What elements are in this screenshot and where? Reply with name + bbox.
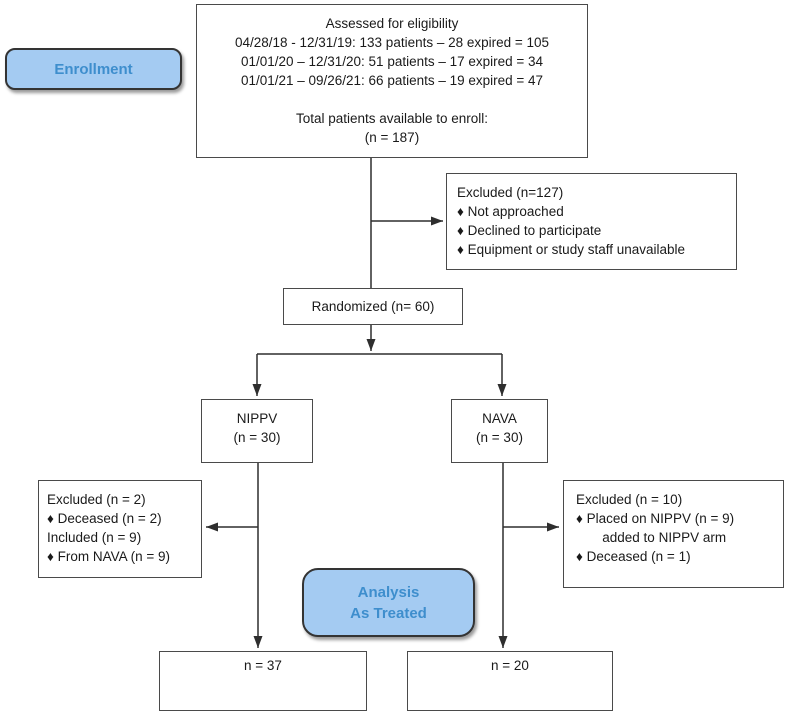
enrollment-stage-text: Enrollment [54,60,133,78]
text-line: Total patients available to enroll: [295,111,489,126]
nippv-excluded-box: Excluded (n = 2) ♦ Deceased (n = 2) Incl… [38,480,202,578]
text-line: (n = 30) [476,430,523,445]
nippv-count-label: n = 37 [244,658,282,673]
nava-arm-box: NAVA (n = 30) [451,399,548,463]
enrollment-stage-label: Enrollment [5,48,182,90]
text-line: (n = 187) [364,130,420,145]
nava-as-treated-count-box: n = 20 [407,651,613,711]
text-line: NAVA [482,411,517,426]
text-line: Assessed for eligibility [325,16,459,31]
text-line: 04/28/18 - 12/31/19: 133 patients – 28 e… [234,35,550,50]
text-line: ♦ Not approached [457,204,564,219]
text-line: added to NIPPV arm [576,530,727,545]
text-line: Included (n = 9) [47,530,142,545]
randomized-box: Randomized (n= 60) [283,288,463,325]
text-line: ♦ Declined to participate [457,223,602,238]
text-line: NIPPV [236,411,278,426]
text-line [197,90,587,109]
nippv-arm-box: NIPPV (n = 30) [201,399,313,463]
text-line: 01/01/21 – 09/26/21: 66 patients – 19 ex… [240,73,544,88]
text-line: Excluded (n=127) [457,185,564,200]
nava-excluded-box: Excluded (n = 10) ♦ Placed on NIPPV (n =… [563,480,784,588]
nava-count-label: n = 20 [491,658,529,673]
analysis-stage-text-line1: Analysis [357,583,420,601]
text-line: Excluded (n = 10) [576,492,683,507]
text-line: 01/01/20 – 12/31/20: 51 patients – 17 ex… [240,54,544,69]
assessed-for-eligibility-box: Assessed for eligibility 04/28/18 - 12/3… [196,4,588,158]
analysis-stage-text-line2: As Treated [350,604,427,622]
text-line: Excluded (n = 2) [47,492,146,507]
excluded-initial-box: Excluded (n=127) ♦ Not approached ♦ Decl… [446,173,737,270]
randomized-label: Randomized (n= 60) [311,299,435,314]
text-line: ♦ Deceased (n = 2) [47,511,162,526]
analysis-stage-label: Analysis As Treated [302,568,475,637]
text-line: ♦ Equipment or study staff unavailable [457,242,686,257]
text-line: ♦ From NAVA (n = 9) [47,549,171,564]
text-line: ♦ Placed on NIPPV (n = 9) [576,511,735,526]
text-line: (n = 30) [233,430,281,445]
nippv-as-treated-count-box: n = 37 [159,651,367,711]
text-line: ♦ Deceased (n = 1) [576,549,691,564]
